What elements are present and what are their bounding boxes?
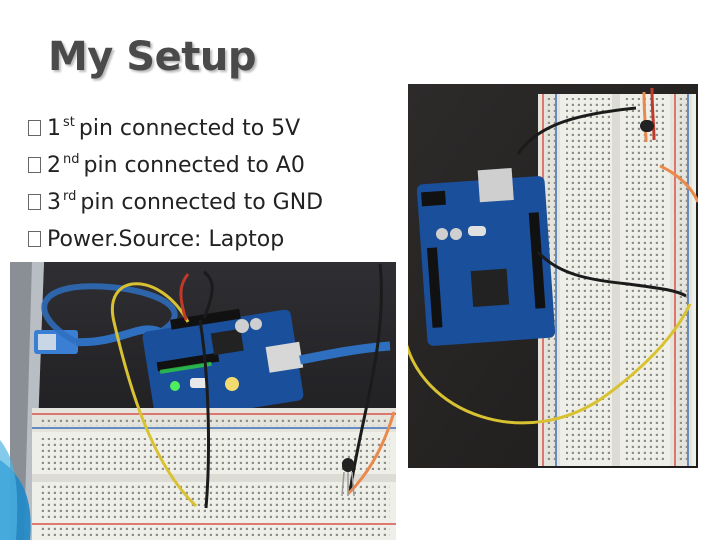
slide-title: My Setup [48,34,256,80]
checkbox-bullet-icon [28,194,41,210]
checkbox-bullet-icon [28,157,41,173]
arduino-setup-photo-left-graphic [10,262,396,540]
arduino-setup-photo-right [408,84,698,468]
bullet-text: pin connected to 5V [78,116,301,141]
bullet-ordinal: 3 [47,190,61,215]
bullet-item: 3 rd pin connected to GND [28,189,324,227]
arduino-setup-photo-right-graphic [408,84,698,468]
bullet-ordinal-suffix: nd [63,152,80,167]
bullet-list: 1 st pin connected to 5V 2 nd pin connec… [28,115,324,264]
bullet-text: Power.Source: Laptop [47,227,285,252]
bullet-text: pin connected to GND [80,190,324,215]
bullet-text: pin connected to A0 [83,153,305,178]
bullet-item: 2 nd pin connected to A0 [28,152,323,190]
bullet-ordinal: 2 [47,153,61,178]
checkbox-bullet-icon [28,120,41,136]
bullet-ordinal: 1 [47,116,61,141]
bullet-item: 1 st pin connected to 5V [28,115,323,153]
bullet-item: Power.Source: Laptop [28,227,323,264]
bullet-ordinal-suffix: rd [63,189,77,204]
arduino-setup-photo-left [10,262,396,540]
checkbox-bullet-icon [28,231,41,247]
bullet-ordinal-suffix: st [63,115,75,130]
accent-wave-graphic [0,440,31,540]
